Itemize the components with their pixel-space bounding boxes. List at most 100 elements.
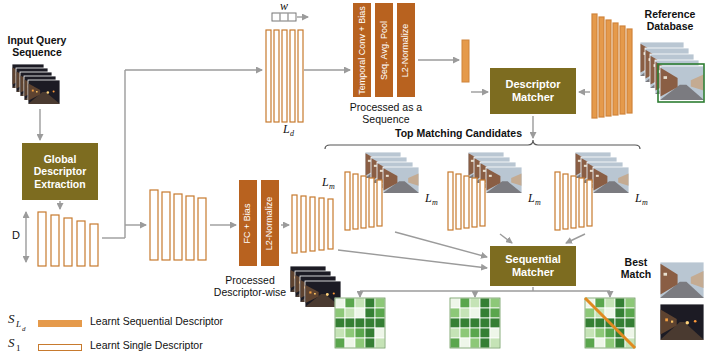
light xyxy=(694,320,697,323)
math-symbol-box: L xyxy=(635,192,642,204)
match-cell xyxy=(450,308,460,318)
building xyxy=(487,168,501,190)
building xyxy=(618,174,628,186)
section-label-box: Input Query Sequence xyxy=(2,34,72,58)
match-cell xyxy=(585,308,595,318)
building xyxy=(594,168,608,190)
match-cell xyxy=(375,308,385,318)
photo xyxy=(486,167,522,193)
match-cell xyxy=(460,318,470,328)
match-cell xyxy=(365,318,375,328)
node-text: Sequential Matcher xyxy=(494,253,572,278)
building xyxy=(384,168,398,190)
node-text: Global Descriptor Extraction xyxy=(26,153,94,189)
photo-frame xyxy=(660,304,704,340)
light xyxy=(686,321,690,325)
best-path xyxy=(585,298,635,348)
flow-arrow xyxy=(281,224,289,225)
legend-item: Learnt Single Descriptor xyxy=(90,339,203,351)
math-symbol-box: S xyxy=(8,312,15,325)
math-symbol: L xyxy=(283,122,290,136)
legend-swatch xyxy=(38,320,82,327)
window xyxy=(380,170,383,172)
flow-arrow xyxy=(359,291,360,297)
math-subscript: L xyxy=(16,319,21,329)
flow-line xyxy=(102,237,125,238)
flow-arrow xyxy=(125,224,146,225)
window xyxy=(664,273,668,276)
match-matrix xyxy=(335,298,385,348)
match-cell xyxy=(490,318,500,328)
flow-arrow xyxy=(532,116,533,138)
match-cell xyxy=(450,328,460,338)
single-descriptor xyxy=(579,178,584,227)
photo-frame xyxy=(383,167,419,193)
section-label-box: Top Matching Candidates xyxy=(395,127,522,139)
section-label-box: Reference Database xyxy=(636,8,704,32)
match-cell xyxy=(335,338,345,348)
window xyxy=(590,170,593,172)
math-subscript: m xyxy=(432,198,438,207)
single-descriptor xyxy=(328,199,333,249)
match-cell xyxy=(450,318,460,328)
match-cell xyxy=(355,298,365,308)
match-cell xyxy=(625,308,635,318)
window xyxy=(374,165,377,167)
single-descriptor xyxy=(51,215,59,266)
match-cell xyxy=(365,298,375,308)
single-descriptor xyxy=(456,174,461,229)
single-descriptor xyxy=(150,190,158,260)
single-descriptor xyxy=(38,212,46,266)
match-cell xyxy=(460,328,470,338)
dimension-label-box: D xyxy=(12,229,20,242)
flow-arrow xyxy=(25,212,26,262)
single-descriptor xyxy=(282,30,287,122)
flow-arrow xyxy=(566,234,585,243)
match-cell xyxy=(375,298,385,308)
single-descriptor xyxy=(292,195,297,253)
match-cell xyxy=(355,338,365,348)
match-cell xyxy=(470,328,480,338)
single-descriptor xyxy=(319,198,324,250)
building xyxy=(661,309,677,334)
flow-arrow xyxy=(500,234,512,243)
sequential-descriptor xyxy=(592,14,597,118)
node-text: Descriptor Matcher xyxy=(494,78,572,103)
single-descriptor xyxy=(448,172,453,230)
match-cell xyxy=(450,338,460,348)
flow-arrow xyxy=(338,250,487,268)
math-symbol-box: S xyxy=(8,336,15,349)
layer-bar: FC + Bias xyxy=(239,180,257,266)
match-cell xyxy=(480,308,490,318)
single-descriptor xyxy=(555,172,560,230)
single-descriptor xyxy=(64,218,72,266)
match-cell xyxy=(470,298,480,308)
single-descriptor xyxy=(162,192,170,260)
building xyxy=(511,174,521,186)
legend-outline-swatch xyxy=(38,344,82,351)
window xyxy=(664,76,668,79)
flow-arrow xyxy=(609,291,610,297)
building xyxy=(29,84,41,101)
single-descriptor xyxy=(198,198,206,260)
match-cell xyxy=(345,318,355,328)
math-symbol-box: L xyxy=(283,123,290,135)
match-cell xyxy=(470,318,480,328)
match-cell xyxy=(375,318,385,328)
match-cell xyxy=(605,308,615,318)
process-box: Descriptor Matcher xyxy=(490,68,576,114)
match-cell xyxy=(595,338,605,348)
single-descriptor xyxy=(266,30,271,122)
match-cell xyxy=(460,298,470,308)
legend-item: Learnt Sequential Descriptor xyxy=(90,315,223,327)
node-text: FC + Bias xyxy=(244,203,253,243)
match-cell xyxy=(345,338,355,348)
window xyxy=(596,175,599,177)
photo xyxy=(593,167,629,193)
flow-line xyxy=(360,290,610,291)
photo xyxy=(660,262,704,298)
match-cell xyxy=(615,318,625,328)
match-cell xyxy=(585,338,595,348)
math-subscript: d xyxy=(290,129,294,138)
math-subscript-box: m xyxy=(329,183,335,191)
